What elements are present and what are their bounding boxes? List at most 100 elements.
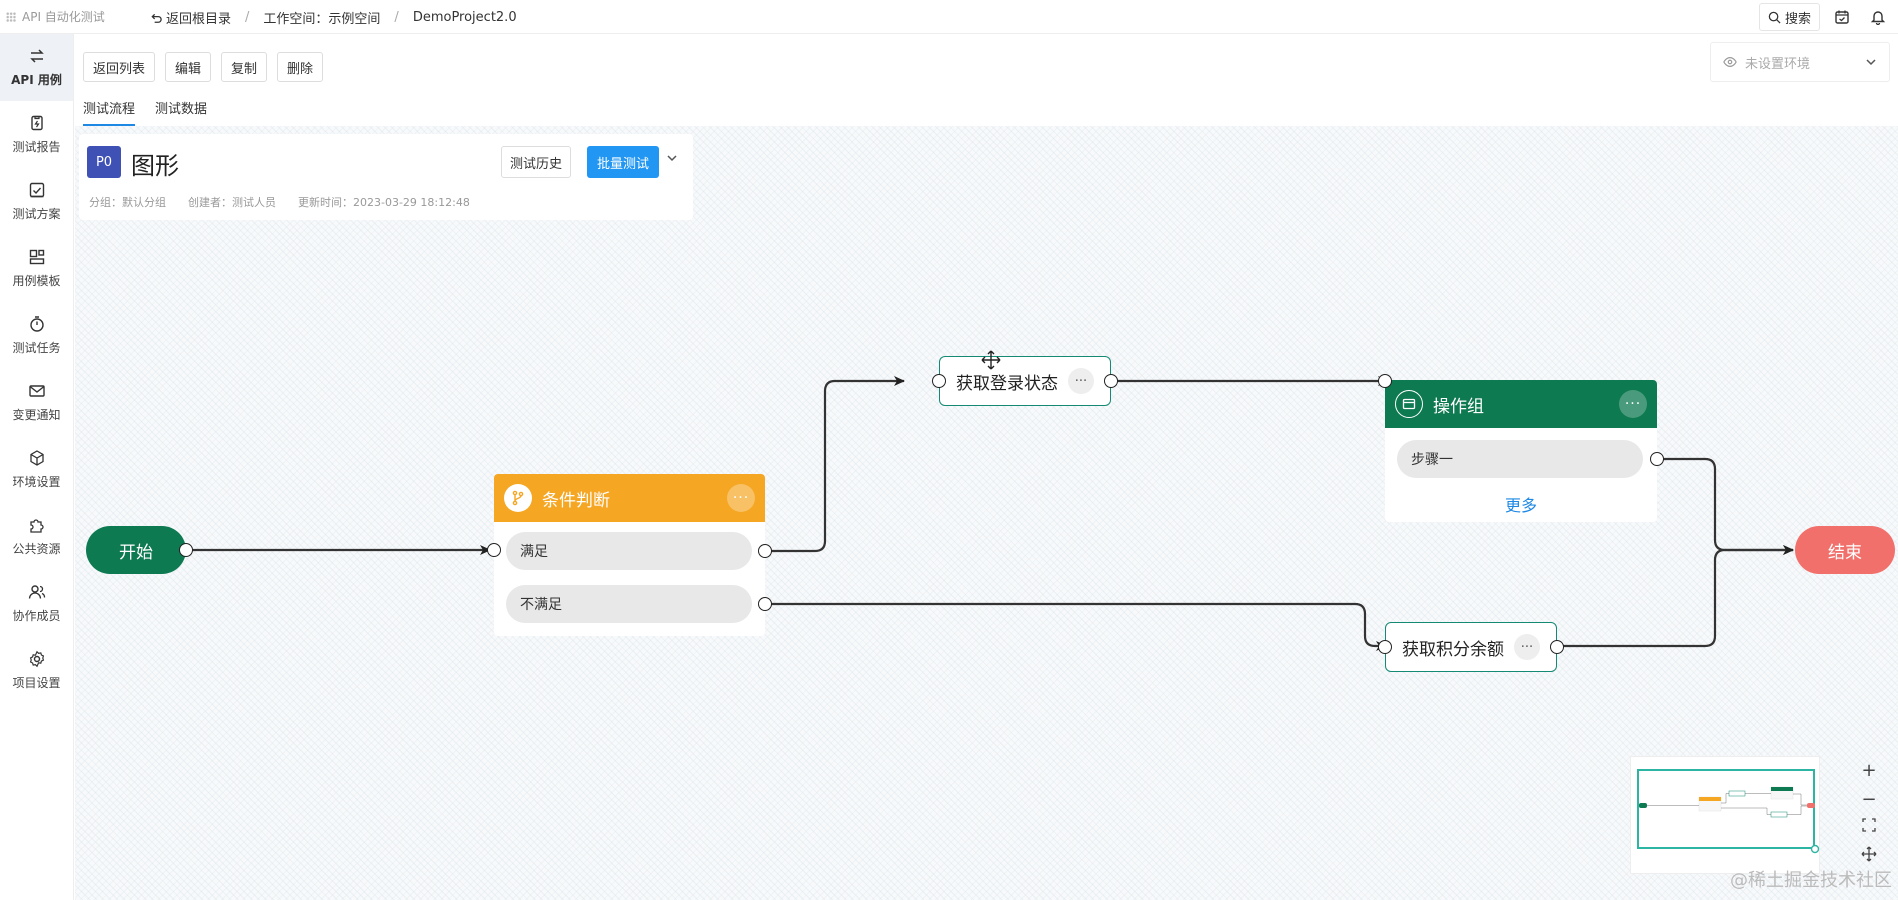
points-output-port[interactable] bbox=[1550, 640, 1564, 654]
branch-no-port[interactable] bbox=[758, 597, 772, 611]
case-updated: 更新时间：2023-03-29 18:12:48 bbox=[298, 196, 470, 209]
puzzle-icon bbox=[29, 519, 44, 533]
gear-icon bbox=[29, 650, 44, 668]
sidebar-item-public-resources[interactable]: 公共资源 bbox=[0, 503, 73, 570]
task-get-points-balance[interactable]: 获取积分余额 ··· bbox=[1385, 622, 1557, 672]
users-icon bbox=[28, 585, 45, 599]
sidebar-item-env-settings[interactable]: 环境设置 bbox=[0, 436, 73, 503]
condition-node[interactable]: 条件判断 ··· 满足 不满足 bbox=[494, 474, 765, 636]
start-output-port[interactable] bbox=[179, 543, 193, 557]
sidebar-item-label: 变更通知 bbox=[12, 408, 61, 422]
group-more-button[interactable]: ··· bbox=[1619, 390, 1647, 418]
chevron-down-icon[interactable] bbox=[666, 152, 678, 164]
branch-yes-port[interactable] bbox=[758, 544, 772, 558]
mail-icon bbox=[28, 385, 45, 397]
sidebar-item-project-settings[interactable]: 项目设置 bbox=[0, 637, 73, 704]
environment-select[interactable]: 未设置环境 bbox=[1710, 42, 1890, 82]
apps-grid-icon[interactable] bbox=[6, 12, 16, 22]
task-more-button[interactable]: ··· bbox=[1068, 368, 1094, 394]
sidebar-item-label: 公共资源 bbox=[12, 542, 61, 556]
back-to-list-button[interactable]: 返回列表 bbox=[83, 52, 156, 82]
bell-icon bbox=[1870, 11, 1886, 25]
condition-title: 条件判断 bbox=[542, 490, 610, 511]
breadcrumb: 返回根目录 / 工作空间：示例空间 / DemoProject2.0 bbox=[150, 8, 517, 27]
breadcrumb-project[interactable]: DemoProject2.0 bbox=[412, 10, 517, 25]
swap-icon bbox=[29, 49, 44, 63]
notification-button[interactable] bbox=[1864, 3, 1892, 31]
condition-header: 条件判断 ··· bbox=[494, 474, 765, 522]
sidebar-item-label: 测试方案 bbox=[12, 207, 61, 221]
test-history-button[interactable]: 测试历史 bbox=[501, 146, 572, 178]
move-icon bbox=[981, 350, 1001, 370]
minimap[interactable] bbox=[1630, 756, 1820, 874]
calendar-check-icon bbox=[1835, 10, 1849, 24]
edge-no-points bbox=[765, 602, 1387, 651]
zoom-out-button[interactable]: − bbox=[1861, 789, 1877, 810]
sidebar-item-test-plans[interactable]: 测试方案 bbox=[0, 168, 73, 235]
task-label: 获取积分余额 bbox=[1402, 639, 1504, 660]
plan-icon bbox=[29, 182, 44, 198]
copy-button[interactable]: 复制 bbox=[221, 52, 268, 82]
group-step-one[interactable]: 步骤一 bbox=[1397, 440, 1643, 478]
search-icon bbox=[1768, 11, 1781, 24]
login-output-port[interactable] bbox=[1104, 374, 1118, 388]
task-get-login-status[interactable]: 获取登录状态 ··· bbox=[939, 350, 1111, 406]
sidebar-item-members[interactable]: 协作成员 bbox=[0, 570, 73, 637]
condition-more-button[interactable]: ··· bbox=[727, 484, 755, 512]
zoom-in-button[interactable]: + bbox=[1861, 760, 1877, 781]
pan-icon[interactable] bbox=[1861, 846, 1877, 862]
flow-canvas[interactable]: P0 图形 测试历史 批量测试 分组：默认分组 创建者：测试人员 更新时间：20… bbox=[75, 126, 1898, 900]
task-more-button[interactable]: ··· bbox=[1514, 634, 1540, 660]
sidebar: API 用例 测试报告 测试方案 用例模板 测试任务 变更通知 环境设置 公共资… bbox=[0, 34, 74, 900]
group-more-link[interactable]: 更多 bbox=[1504, 496, 1537, 515]
folder-icon bbox=[1395, 390, 1423, 418]
minimap-preview bbox=[1639, 786, 1820, 854]
sidebar-item-api-cases[interactable]: API 用例 bbox=[0, 34, 73, 101]
start-node[interactable]: 开始 bbox=[86, 526, 186, 574]
environment-placeholder: 未设置环境 bbox=[1745, 56, 1811, 72]
back-root-link[interactable]: 返回根目录 bbox=[150, 8, 231, 27]
group-input-port[interactable] bbox=[1378, 374, 1392, 388]
timer-icon bbox=[29, 316, 44, 332]
breadcrumb-separator: / bbox=[245, 10, 250, 25]
branch-yes[interactable]: 满足 bbox=[506, 532, 752, 570]
edit-button[interactable]: 编辑 bbox=[165, 52, 212, 82]
app-name: API 自动化测试 bbox=[6, 8, 105, 25]
undo-icon bbox=[151, 13, 162, 23]
case-title: 图形 bbox=[131, 152, 179, 180]
branch-no[interactable]: 不满足 bbox=[506, 585, 752, 623]
case-meta: 分组：默认分组 创建者：测试人员 更新时间：2023-03-29 18:12:4… bbox=[89, 194, 470, 210]
sidebar-item-case-templates[interactable]: 用例模板 bbox=[0, 235, 73, 302]
calendar-button[interactable] bbox=[1828, 3, 1856, 31]
condition-input-port[interactable] bbox=[487, 543, 501, 557]
group-output-port[interactable] bbox=[1650, 452, 1664, 466]
sidebar-item-test-reports[interactable]: 测试报告 bbox=[0, 101, 73, 168]
login-input-port[interactable] bbox=[932, 374, 946, 388]
tab-test-flow[interactable]: 测试流程 bbox=[83, 98, 136, 126]
priority-badge: P0 bbox=[87, 146, 121, 178]
end-node[interactable]: 结束 bbox=[1795, 526, 1895, 574]
eye-icon bbox=[1723, 57, 1737, 67]
batch-test-button[interactable]: 批量测试 bbox=[587, 146, 660, 178]
cube-icon bbox=[29, 450, 44, 466]
sidebar-item-label: 测试报告 bbox=[12, 140, 61, 154]
breadcrumb-separator: / bbox=[394, 10, 399, 25]
points-input-port[interactable] bbox=[1378, 640, 1392, 654]
case-tabs: 测试流程 测试数据 bbox=[83, 98, 207, 126]
delete-button[interactable]: 删除 bbox=[277, 52, 324, 82]
sidebar-item-change-notify[interactable]: 变更通知 bbox=[0, 369, 73, 436]
tab-test-data[interactable]: 测试数据 bbox=[155, 102, 208, 117]
edge-points-end bbox=[1556, 545, 1794, 648]
breadcrumb-workspace[interactable]: 工作空间：示例空间 bbox=[263, 12, 381, 27]
search-button[interactable]: 搜索 bbox=[1758, 3, 1820, 31]
fit-view-icon[interactable] bbox=[1862, 818, 1876, 832]
case-toolbar: 返回列表 编辑 复制 删除 bbox=[83, 52, 324, 82]
watermark: @稀土掘金技术社区 bbox=[1730, 870, 1892, 891]
sidebar-item-label: 项目设置 bbox=[12, 676, 61, 690]
sidebar-item-test-tasks[interactable]: 测试任务 bbox=[0, 302, 73, 369]
minimap-viewport[interactable] bbox=[1637, 769, 1815, 849]
operation-group-node[interactable]: 操作组 ··· 步骤一 更多 bbox=[1385, 380, 1657, 522]
case-info-card: P0 图形 测试历史 批量测试 分组：默认分组 创建者：测试人员 更新时间：20… bbox=[79, 134, 693, 220]
report-icon bbox=[30, 115, 43, 131]
chevron-down-icon bbox=[1866, 59, 1876, 66]
